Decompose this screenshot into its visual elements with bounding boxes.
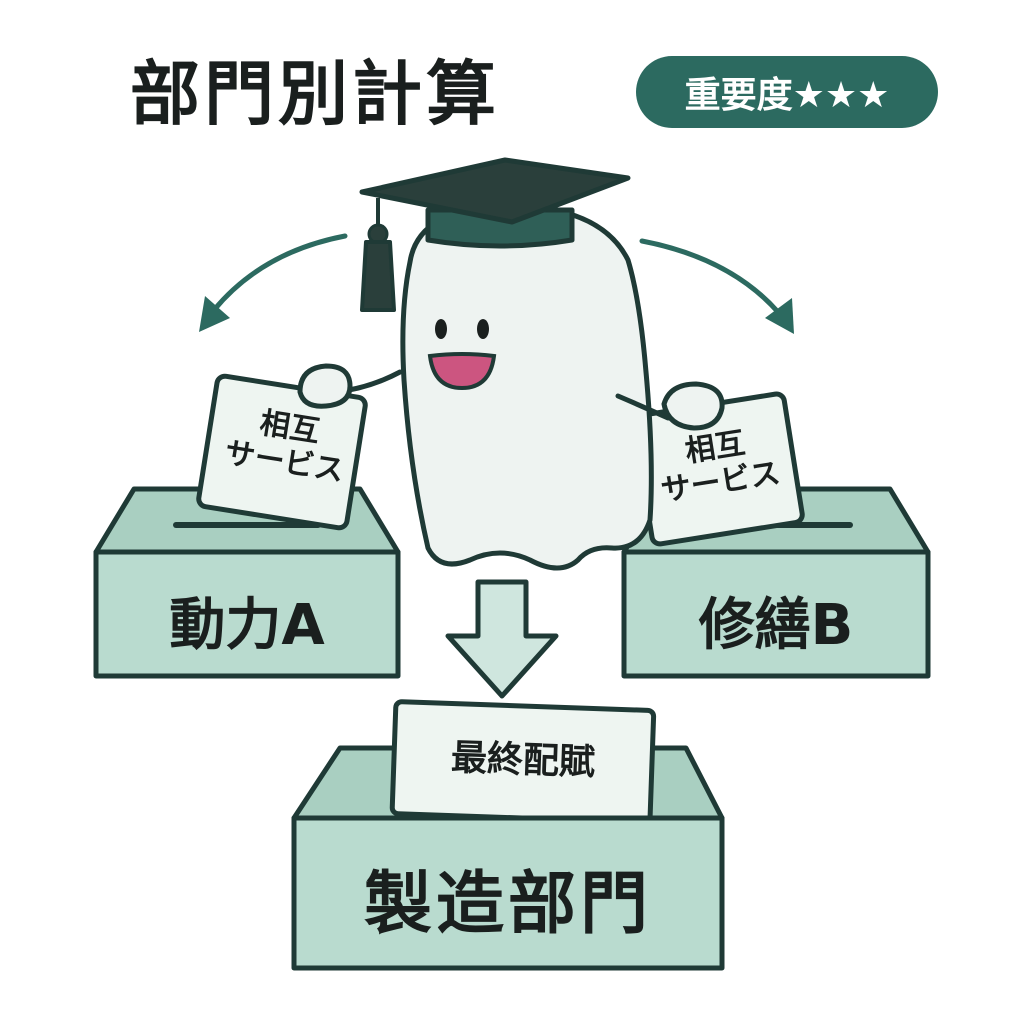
importance-badge: 重要度★★★ <box>636 56 938 128</box>
right-curved-arrow-icon <box>639 238 794 334</box>
left-box-front <box>93 549 401 679</box>
bottom-card-text: 最終配賦 <box>450 737 596 784</box>
graduation-cap-icon <box>359 157 631 312</box>
left-curved-arrow-icon <box>199 233 348 332</box>
down-arrow-icon <box>445 579 559 699</box>
bottom-box-label: 製造部門 <box>363 865 652 944</box>
importance-badge-text: 重要度★★★ <box>684 75 890 116</box>
ghost-character <box>297 203 725 571</box>
bottom-box-front <box>291 815 725 971</box>
left-box-label: 動力A <box>169 593 325 658</box>
page-title: 部門別計算 <box>130 53 500 135</box>
right-box-front <box>621 549 931 679</box>
left-card <box>196 373 368 531</box>
right-box-label: 修繕B <box>698 593 854 658</box>
